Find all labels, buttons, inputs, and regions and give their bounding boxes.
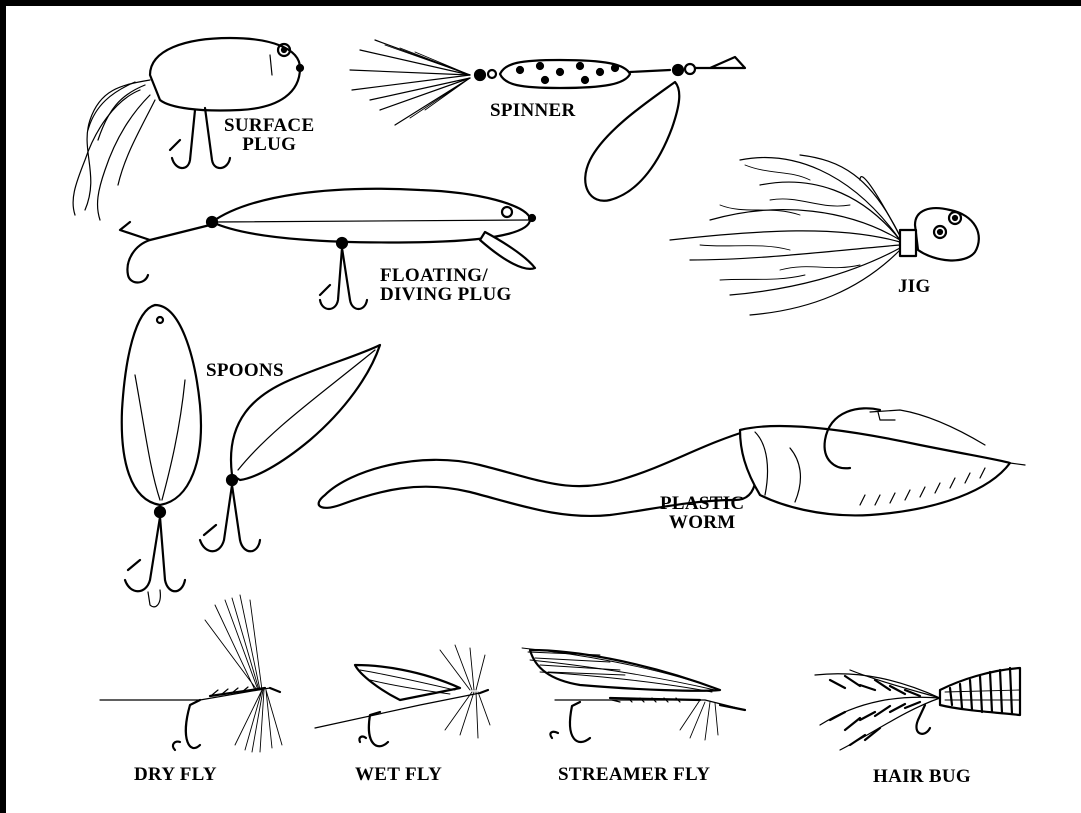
- floating-diving-plug-label-line-2: DIVING PLUG: [380, 285, 512, 304]
- wet-fly-illustration: [315, 645, 490, 746]
- dry-fly-label: DRY FLY: [134, 765, 217, 784]
- spinner-label: SPINNER: [490, 101, 576, 120]
- jig-illustration: [670, 155, 979, 315]
- wet-fly-label: WET FLY: [355, 765, 442, 784]
- wet-fly-label-line-1: WET FLY: [355, 765, 442, 784]
- plastic-worm-label: PLASTIC WORM: [660, 494, 744, 532]
- hair-bug-label: HAIR BUG: [873, 767, 971, 786]
- spoons-illustration: [122, 305, 380, 607]
- surface-plug-label-line-1: SURFACE: [224, 116, 314, 135]
- streamer-fly-label: STREAMER FLY: [558, 765, 710, 784]
- streamer-fly-illustration: [522, 648, 745, 742]
- spoons-label: SPOONS: [206, 361, 284, 380]
- hair-bug-label-line-1: HAIR BUG: [873, 767, 971, 786]
- hair-bug-illustration: [815, 668, 1020, 750]
- streamer-fly-label-line-1: STREAMER FLY: [558, 765, 710, 784]
- plastic-worm-label-line-2: WORM: [660, 513, 744, 532]
- floating-diving-plug-label-line-1: FLOATING/: [380, 266, 512, 285]
- surface-plug-label: SURFACE PLUG: [224, 116, 314, 154]
- spoons-label-line-1: SPOONS: [206, 361, 284, 380]
- dry-fly-label-line-1: DRY FLY: [134, 765, 217, 784]
- jig-label: JIG: [898, 277, 931, 296]
- dry-fly-illustration: [100, 595, 282, 752]
- plastic-worm-label-line-1: PLASTIC: [660, 494, 744, 513]
- spinner-label-line-1: SPINNER: [490, 101, 576, 120]
- floating-diving-plug-label: FLOATING/ DIVING PLUG: [380, 266, 512, 304]
- surface-plug-label-line-2: PLUG: [224, 135, 314, 154]
- jig-label-line-1: JIG: [898, 277, 931, 296]
